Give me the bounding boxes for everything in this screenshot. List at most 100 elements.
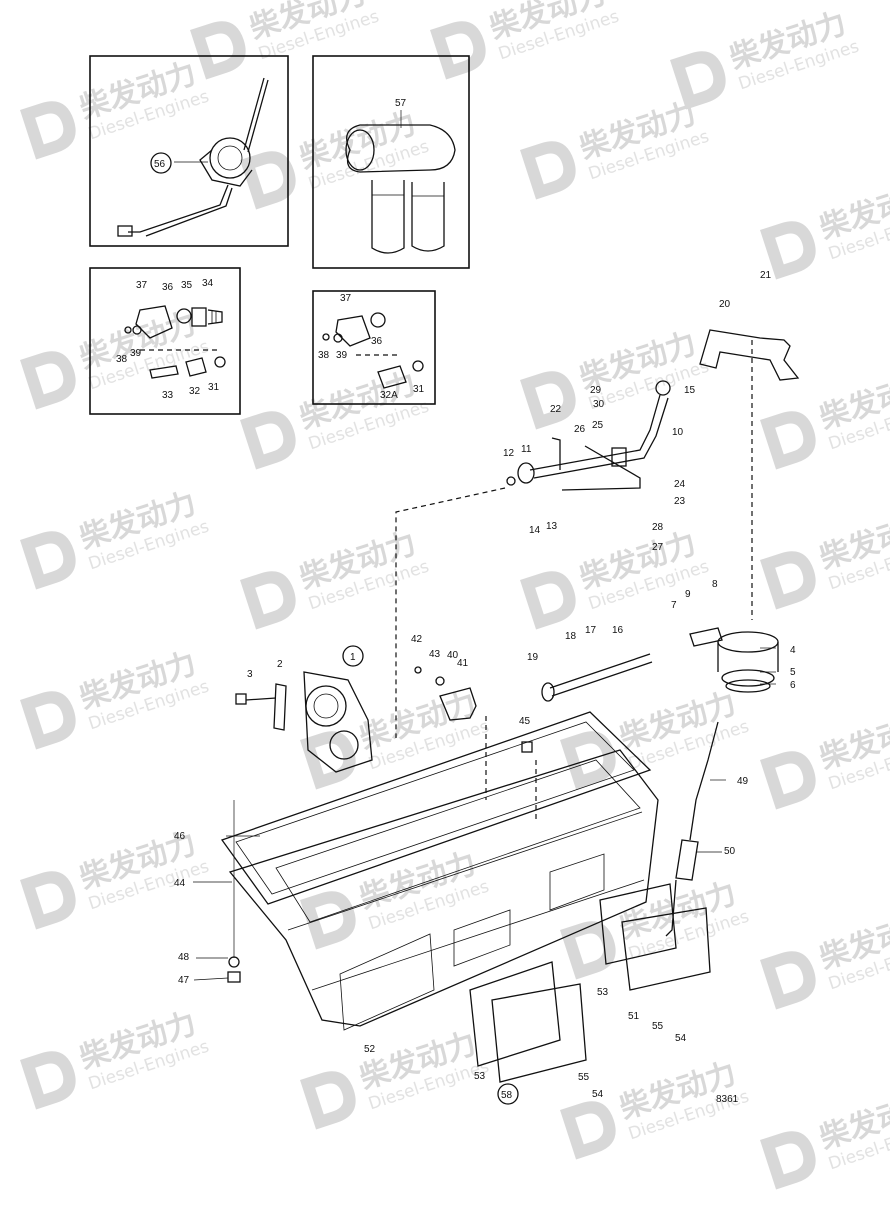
d-letter-logo-icon xyxy=(760,221,816,280)
inset-box-valve-parts-b xyxy=(312,290,436,405)
d-letter-logo-icon xyxy=(20,531,76,590)
callout-label: 36 xyxy=(371,336,383,347)
d-letter-logo-icon xyxy=(20,871,76,930)
d-letter-logo-icon xyxy=(240,411,296,470)
callout-label: 23 xyxy=(674,496,686,507)
d-letter-logo-icon xyxy=(520,371,576,430)
callout-label: 55 xyxy=(652,1021,664,1032)
d-letter-logo-icon xyxy=(520,571,576,630)
callout-label: 1 xyxy=(350,652,356,663)
callout-label: 32 xyxy=(189,386,201,397)
d-letter-logo-icon xyxy=(20,1051,76,1110)
callout-label: 26 xyxy=(574,424,586,435)
callout-label: 37 xyxy=(136,280,148,291)
callout-label: 11 xyxy=(521,444,532,455)
callout-label: 45 xyxy=(519,716,531,727)
d-letter-logo-icon xyxy=(240,151,296,210)
oil-pipe-assembly xyxy=(395,329,800,820)
callout-label: 42 xyxy=(411,634,423,645)
callout-label: 36 xyxy=(162,282,174,293)
callout-label: 9 xyxy=(685,589,691,600)
callout-label: 22 xyxy=(550,404,562,415)
callout-label: 2 xyxy=(277,659,283,670)
callout-label: 28 xyxy=(652,522,664,533)
callout-label: 40 xyxy=(447,650,459,661)
callout-label: 5 xyxy=(790,667,796,678)
callout-label: 54 xyxy=(592,1089,604,1100)
callout-label: 17 xyxy=(585,625,597,636)
d-letter-logo-icon xyxy=(760,411,816,470)
d-letter-logo-icon xyxy=(520,141,576,200)
callout-label: 54 xyxy=(675,1033,687,1044)
d-letter-logo-icon xyxy=(560,921,616,980)
callout-label: 53 xyxy=(474,1071,486,1082)
callout-label: 29 xyxy=(590,385,602,396)
callout-label: 25 xyxy=(592,420,604,431)
callout-label: 48 xyxy=(178,952,190,963)
callout-label: 31 xyxy=(208,382,220,393)
callout-label: 21 xyxy=(760,270,772,281)
callout-label: 8 xyxy=(712,579,718,590)
callout-label: 14 xyxy=(529,525,541,536)
circled-callouts xyxy=(150,152,519,1105)
callout-label: 37 xyxy=(340,293,352,304)
d-letter-logo-icon xyxy=(300,731,356,790)
callout-label: 47 xyxy=(178,975,190,986)
callout-label: 19 xyxy=(527,652,539,663)
d-letter-logo-icon xyxy=(560,1101,616,1160)
callout-label: 13 xyxy=(546,521,558,532)
oil-sump xyxy=(220,711,719,1083)
callout-label: 3 xyxy=(247,669,253,680)
callout-label: 50 xyxy=(724,846,736,857)
inset-box-valve-parts-a xyxy=(89,267,241,415)
callout-label: 7 xyxy=(671,600,677,611)
callout-label: 51 xyxy=(628,1011,640,1022)
d-letter-logo-icon xyxy=(760,1131,816,1190)
callout-label: 56 xyxy=(154,159,166,170)
d-letter-logo-icon xyxy=(760,751,816,810)
drawing-reference-number: 8361 xyxy=(716,1094,739,1105)
oil-pump-assembly xyxy=(235,666,477,773)
callout-label: 35 xyxy=(181,280,193,291)
callout-label: 38 xyxy=(116,354,128,365)
d-letter-logo-icon xyxy=(300,1071,356,1130)
callout-label: 52 xyxy=(364,1044,376,1055)
callout-label: 55 xyxy=(578,1072,590,1083)
callout-label: 49 xyxy=(737,776,749,787)
d-letter-logo-icon xyxy=(20,351,76,410)
d-letter-logo-icon xyxy=(560,731,616,790)
leader-lines xyxy=(193,647,776,981)
callout-label: 39 xyxy=(336,350,348,361)
d-letter-logo-icon xyxy=(670,51,726,110)
d-letter-logo-icon xyxy=(300,891,356,950)
callout-label: 44 xyxy=(174,878,186,889)
callout-label: 10 xyxy=(672,427,684,438)
callout-label: 27 xyxy=(652,542,664,553)
callout-label: 58 xyxy=(501,1090,513,1101)
callout-label: 16 xyxy=(612,625,624,636)
d-letter-logo-icon xyxy=(20,101,76,160)
callout-label: 12 xyxy=(503,448,515,459)
callout-label: 6 xyxy=(790,680,796,691)
callout-label: 34 xyxy=(202,278,214,289)
d-letter-logo-icon xyxy=(760,551,816,610)
